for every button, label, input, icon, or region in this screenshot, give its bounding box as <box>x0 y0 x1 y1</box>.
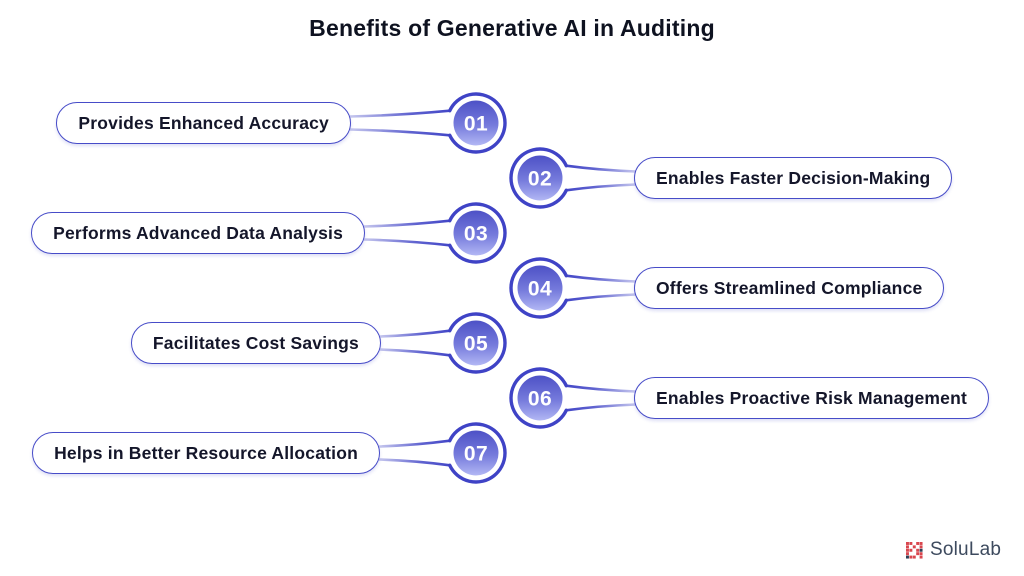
number-badge-6: 06 <box>509 367 568 429</box>
benefit-pill-1: Provides Enhanced Accuracy <box>56 102 351 144</box>
connector-line-5 <box>380 307 450 379</box>
connector-line-4 <box>566 252 636 324</box>
solulab-logo: SoluLab <box>906 539 1001 561</box>
connector-line-7 <box>379 417 450 489</box>
number-badge-1: 01 <box>448 92 507 154</box>
badge-number: 01 <box>464 113 488 136</box>
page-title: Benefits of Generative AI in Auditing <box>309 15 715 41</box>
badge-number: 03 <box>464 223 488 246</box>
benefit-pill-3: Performs Advanced Data Analysis <box>31 212 365 254</box>
benefit-pill-5: Facilitates Cost Savings <box>130 322 381 364</box>
number-badge-2: 02 <box>509 147 568 209</box>
connector-line-2 <box>566 142 636 214</box>
badge-number: 04 <box>528 278 552 301</box>
number-badge-4: 04 <box>509 257 568 319</box>
connector-line-3 <box>364 197 450 269</box>
number-badge-7: 07 <box>448 422 507 484</box>
solulab-logo-text: SoluLab <box>930 539 1002 560</box>
number-badge-3: 03 <box>448 202 507 264</box>
badge-number: 07 <box>464 443 488 466</box>
solulab-logo-icon <box>906 541 923 559</box>
badge-number: 06 <box>528 388 552 411</box>
number-badge-5: 05 <box>448 312 507 374</box>
benefit-pill-7: Helps in Better Resource Allocation <box>32 432 380 474</box>
benefit-pill-6: Enables Proactive Risk Management <box>634 377 990 419</box>
benefit-pill-2: Enables Faster Decision-Making <box>634 157 953 199</box>
badge-number: 05 <box>464 333 488 356</box>
benefit-pill-4: Offers Streamlined Compliance <box>634 267 945 309</box>
connector-line-1 <box>350 87 450 159</box>
badge-number: 02 <box>528 168 552 191</box>
connector-line-6 <box>566 362 636 434</box>
